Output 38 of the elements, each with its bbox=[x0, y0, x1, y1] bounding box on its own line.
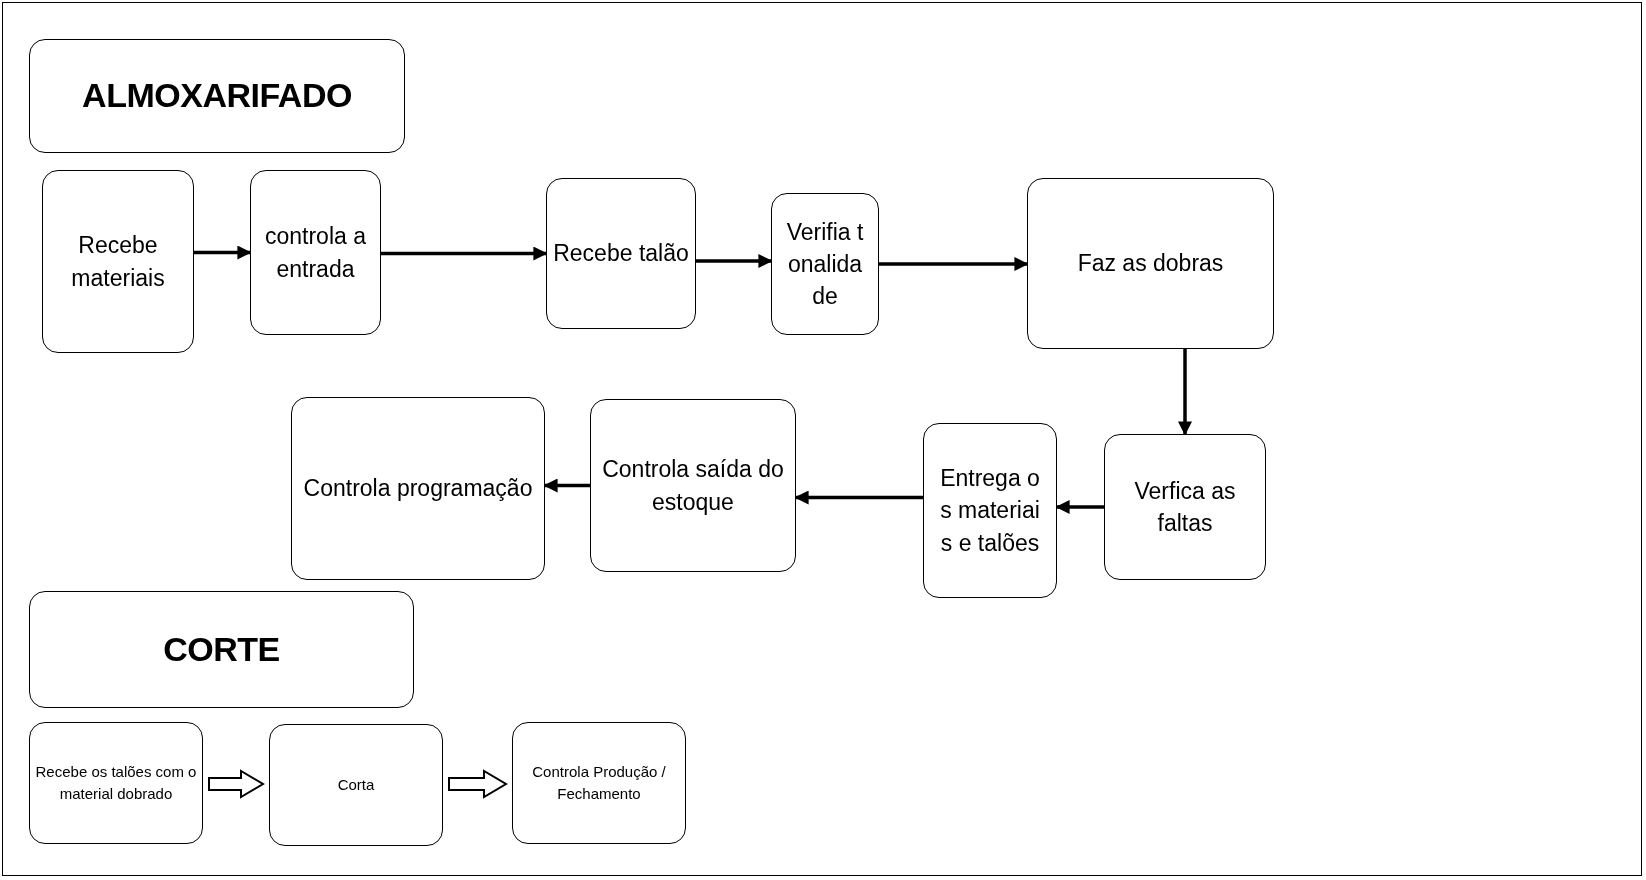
step-text: Controla saída do estoque bbox=[601, 455, 785, 517]
arrow bbox=[1055, 500, 1104, 514]
arrow bbox=[879, 257, 1029, 271]
arrow bbox=[194, 245, 252, 260]
process-box bbox=[250, 170, 381, 335]
process-box bbox=[546, 178, 696, 329]
process-box bbox=[1027, 178, 1274, 349]
header-box bbox=[29, 591, 414, 708]
step-text: Recebe os talões com o material dobrado bbox=[34, 761, 198, 804]
step-text: Recebe materiais bbox=[70, 231, 166, 293]
process-box bbox=[512, 722, 686, 844]
process-box bbox=[42, 170, 194, 353]
step-text: Corta bbox=[337, 774, 375, 795]
process-box bbox=[291, 397, 545, 580]
step-text: controla a entrada bbox=[264, 222, 367, 284]
section-title: CORTE bbox=[163, 628, 280, 670]
process-box bbox=[771, 193, 879, 335]
block-arrow bbox=[448, 769, 508, 799]
block-arrow bbox=[208, 769, 265, 799]
process-box bbox=[590, 399, 796, 572]
step-text: Verfica as faltas bbox=[1133, 476, 1237, 538]
header-box bbox=[29, 39, 405, 153]
arrow bbox=[381, 246, 548, 261]
step-text: Controla programação bbox=[303, 474, 533, 504]
step-text: Recebe talão bbox=[553, 239, 689, 269]
arrow bbox=[543, 478, 590, 493]
section-title: ALMOXARIFADO bbox=[82, 75, 352, 117]
arrow bbox=[794, 490, 923, 505]
process-box bbox=[29, 722, 203, 844]
process-box bbox=[923, 423, 1057, 598]
step-text: Verifia tonalidade bbox=[786, 217, 864, 312]
step-text: Controla Produção / Fechamento bbox=[531, 761, 667, 804]
arrow bbox=[1178, 349, 1192, 436]
process-box bbox=[1104, 434, 1266, 580]
arrow bbox=[696, 254, 773, 268]
step-text: Entrega os materiais e talões bbox=[939, 464, 1041, 558]
step-text: Faz as dobras bbox=[1077, 249, 1224, 279]
process-box bbox=[269, 724, 443, 846]
